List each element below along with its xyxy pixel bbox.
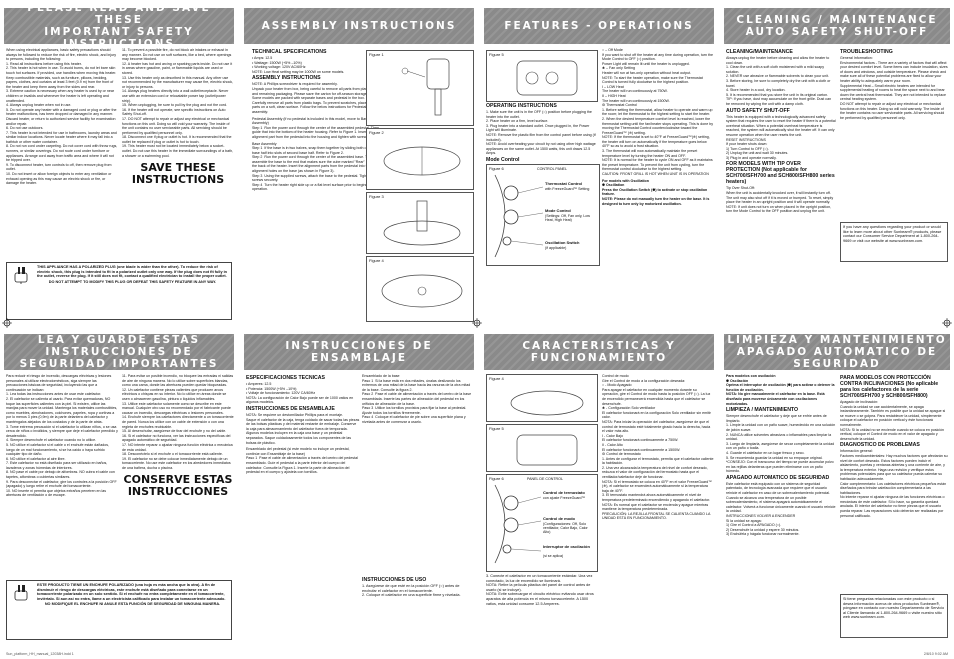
figure-5: Figure 5 [486, 50, 598, 102]
safety-items-right: 11. To prevent a possible fire, do not b… [122, 48, 234, 158]
ensamblaje-banner: INSTRUCCIONES DE ENSAMBLAJE [244, 334, 474, 370]
figure-1: Figure 1 [366, 50, 474, 126]
footer-filename: Sun_platform_HH_manual_12038H.indd 1 [6, 652, 74, 656]
enchufe-polarizado-aviso: ESTE PRODUCTO TIENE UN ENCHUFE POLARIZAD… [6, 580, 232, 640]
instrucciones-de-uso: INSTRUCCIONES DE USO 1. Asegúrese de que… [362, 577, 461, 598]
troubleshooting-text: TROUBLESHOOTING General Information: Env… [840, 49, 948, 120]
registration-mark-icon [942, 318, 952, 328]
caracteristicas-banner: CARACTERISTICAS Y FUNCIONAMIENTO [484, 334, 714, 370]
figura-4: Figure 4 [486, 374, 598, 422]
plug-icon [14, 267, 28, 284]
figura-5: Figure 5 [486, 424, 598, 472]
contacto-box: Si tiene preguntas relacionadas con este… [840, 594, 948, 638]
safety-list-left: When using electrical appliances, basic … [6, 48, 118, 186]
print-footer: Sun_platform_HH_manual_12038H.indd 1 2/8… [0, 650, 954, 659]
figure-2: Figure 2 [366, 128, 474, 190]
thermostat-control-label: Thermostat Control [545, 181, 583, 186]
specs-heading: TECHNICAL SPECIFICATIONS [252, 49, 327, 55]
caracteristicas-panel: CARACTERISTICAS Y FUNCIONAMIENTO Figure … [480, 326, 718, 646]
figure-4: Figure 4 [366, 256, 474, 322]
control-panel-figure: Figure 6 CONTROL PANEL Thermostat Contro… [486, 164, 600, 266]
assembly-heading: ASSEMBLY INSTRUCTIONS [252, 75, 321, 82]
mode-control-label: Mode Control [545, 208, 571, 213]
assembly-text: TECHNICAL SPECIFICATIONS • Amps: 12.5 • … [252, 48, 380, 192]
mode-descriptions: ○ – Off Mode If you want to shut off the… [602, 48, 714, 206]
safety-list-right: 11. To prevent a possible fire, do not b… [122, 48, 234, 186]
registration-mark-icon [472, 318, 482, 328]
oscillation-switch-label: Oscillation Switch [545, 240, 580, 245]
footer-timestamp: 2/8/10 9:02 AM [923, 652, 948, 656]
polarized-plug-warning: THIS APPLIANCE HAS A POLARIZED PLUG (one… [6, 262, 232, 320]
plug-icon [14, 585, 28, 601]
assembly-panel: ASSEMBLY INSTRUCTIONS TECHNICAL SPECIFIC… [240, 0, 478, 325]
registration-mark-icon [2, 318, 12, 328]
features-banner: FEATURES - OPERATIONS [484, 8, 714, 44]
features-panel: FEATURES - OPERATIONS Figure 5 OPERATING… [480, 0, 718, 325]
panel-de-control-figura: Figure 6 PANEL DE CONTROL Control de ter… [486, 474, 598, 572]
figure-3: Figure 3 [366, 192, 474, 254]
operating-instructions: OPERATING INSTRUCTIONS 1. Make sure the … [486, 102, 598, 169]
operating-heading: OPERATING INSTRUCTIONS [486, 103, 557, 109]
assembly-banner: ASSEMBLY INSTRUCTIONS [244, 8, 474, 44]
ensamblaje-panel: INSTRUCCIONES DE ENSAMBLAJE ESPECIFICACI… [240, 326, 478, 646]
safety-items-left: 1. Read all instructions before using th… [6, 61, 118, 186]
cleaning-text: CLEANING/MAINTENANCE Always unplug the h… [726, 49, 836, 214]
contact-info-box: If you have any questions regarding your… [840, 222, 948, 262]
